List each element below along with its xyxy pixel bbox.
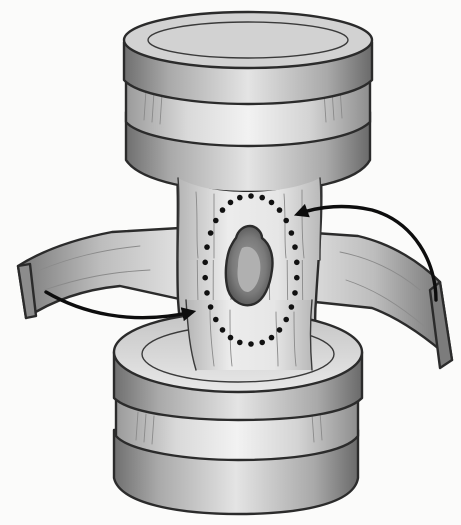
outline-dot [248,341,254,347]
outline-dot [228,335,234,341]
left-flap [18,228,184,318]
neck-front-lower [186,300,312,370]
outline-dot [269,200,275,206]
outline-dot [208,230,214,236]
outline-dot [283,317,289,323]
outline-dot [220,207,226,213]
outline-dot [248,193,254,199]
outline-dot [237,340,243,346]
outline-dot [277,207,283,213]
outline-dot [292,244,298,250]
outline-dot [289,304,295,310]
outline-dot [220,327,226,333]
outline-dot [237,195,243,201]
outline-dot [294,275,300,281]
outline-dot [228,200,234,206]
outline-dot [289,230,295,236]
outline-dot [204,244,210,250]
upper-vertebra [124,12,372,194]
outline-dot [202,275,208,281]
outline-dot [292,290,298,296]
outline-dot [204,290,210,296]
outline-dot [213,317,219,323]
outline-dot [259,340,265,346]
outline-dot [202,260,208,266]
outline-dot [269,335,275,341]
outline-dot [283,218,289,224]
outline-dot [213,218,219,224]
outline-dot [259,195,265,201]
outline-dot [277,327,283,333]
outline-dot [294,260,300,266]
outline-dot [208,304,214,310]
